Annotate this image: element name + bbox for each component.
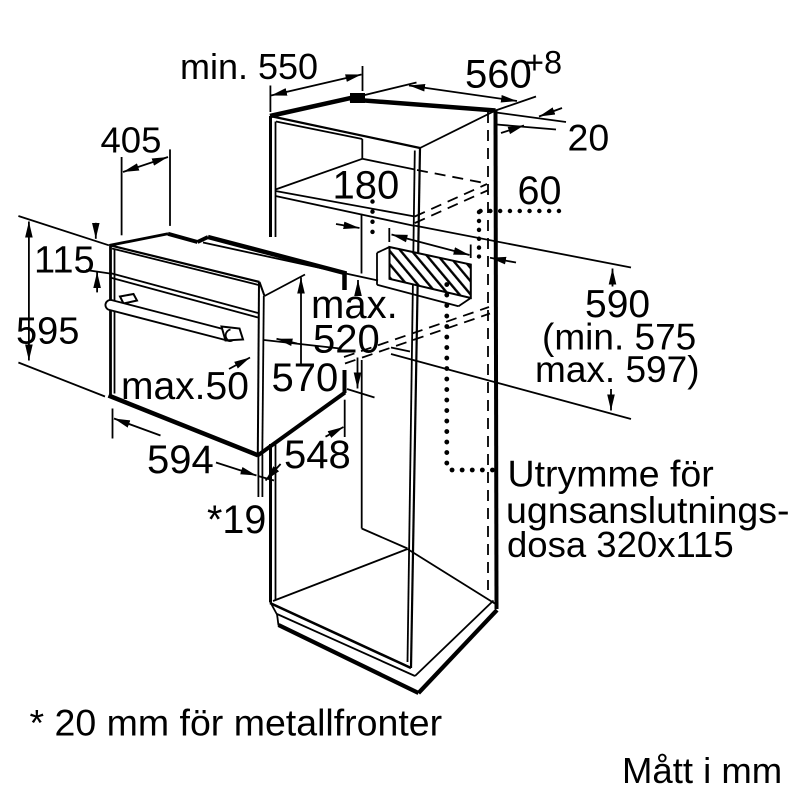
svg-text:180: 180 (333, 164, 400, 208)
svg-text:dosa 320x115: dosa 320x115 (507, 524, 734, 565)
svg-text:max.: max. (311, 283, 398, 327)
svg-text:570: 570 (272, 356, 339, 400)
svg-text:590: 590 (585, 283, 650, 326)
svg-text:560: 560 (465, 53, 532, 97)
svg-text:548: 548 (284, 433, 351, 477)
svg-text:* 20 mm för metallfronter: * 20 mm för metallfronter (30, 702, 443, 744)
svg-text:max. 597): max. 597) (535, 349, 700, 390)
svg-text:115: 115 (34, 240, 95, 282)
svg-text:ugnsanslutnings-: ugnsanslutnings- (506, 489, 790, 531)
svg-text:*19: *19 (207, 498, 266, 542)
svg-text:+8: +8 (525, 45, 562, 81)
svg-text:20: 20 (568, 117, 610, 159)
svg-text:Mått i mm: Mått i mm (622, 750, 782, 791)
svg-text:(min. 575: (min. 575 (542, 317, 696, 358)
svg-text:594: 594 (147, 438, 214, 482)
svg-text:405: 405 (101, 120, 162, 161)
svg-text:60: 60 (518, 169, 562, 213)
svg-text:Utrymme för: Utrymme för (508, 453, 714, 495)
svg-text:max.50: max.50 (121, 365, 249, 408)
svg-text:min. 550: min. 550 (180, 46, 318, 87)
svg-text:520: 520 (313, 318, 380, 362)
svg-text:595: 595 (16, 311, 79, 353)
